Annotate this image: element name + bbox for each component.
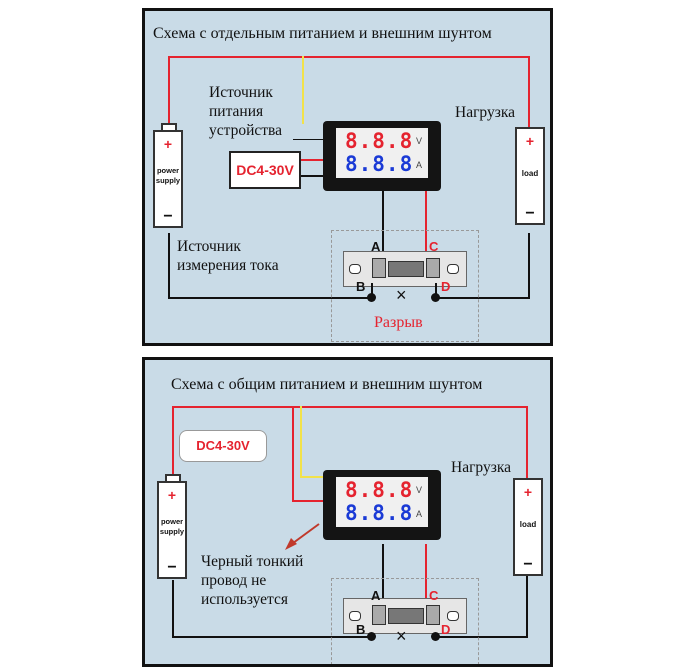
note-arrow xyxy=(285,523,320,550)
volt-amp-meter: 8.8.8 V 8.8.8 A xyxy=(323,121,441,191)
red-wire-dc-1 xyxy=(297,159,323,161)
black-wire-load-down xyxy=(528,233,530,299)
diagram-title: Схема с отдельным питанием и внешним шун… xyxy=(153,25,492,42)
shunt-bolt-right xyxy=(426,605,440,625)
yellow-wire xyxy=(300,406,302,478)
black-wire-meter-a xyxy=(382,189,384,263)
shunt-bolt-left xyxy=(372,605,386,625)
dc-source-bubble: DC4-30V xyxy=(179,430,267,462)
meter-display: 8.8.8 V 8.8.8 A xyxy=(336,128,428,178)
shunt-hole xyxy=(447,264,459,274)
diagram-title: Схема с общим питанием и внешним шунтом xyxy=(171,376,483,393)
device-supply-label: Источник питания устройства xyxy=(209,84,283,139)
load: + load − xyxy=(515,127,545,225)
red-wire-meter-feed xyxy=(292,406,294,502)
terminal-d: D xyxy=(441,622,451,637)
load-label: load xyxy=(521,169,539,178)
current-unit: A xyxy=(415,509,422,519)
plus-sign: + xyxy=(525,133,535,149)
plus-sign: + xyxy=(167,487,177,503)
red-wire-load-up xyxy=(528,56,530,128)
shunt-frame xyxy=(331,578,479,664)
black-wire-bottom-right xyxy=(437,636,528,638)
volt-amp-meter: 8.8.8 V 8.8.8 A xyxy=(323,470,441,540)
break-label: Разрыв xyxy=(374,314,423,331)
voltage-digits: 8.8.8 xyxy=(345,129,414,153)
voltage-unit: V xyxy=(415,485,422,495)
black-wire-meter-a xyxy=(382,544,384,602)
plus-sign: + xyxy=(163,136,173,152)
junction-dot xyxy=(367,632,376,641)
load: + load − xyxy=(513,478,543,576)
load-label: load xyxy=(519,520,537,529)
shunt xyxy=(343,598,467,634)
meter-display: 8.8.8 V 8.8.8 A xyxy=(336,477,428,527)
diagram-common-supply: Схема с общим питанием и внешним шунтом … xyxy=(142,357,553,667)
red-wire-ps-up xyxy=(172,406,174,480)
black-wire-bottom-left xyxy=(168,297,371,299)
minus-sign: − xyxy=(167,559,177,576)
junction-dot xyxy=(431,293,440,302)
break-mark: × xyxy=(396,285,407,305)
dc-source-box: DC4-30V xyxy=(229,151,301,189)
shunt xyxy=(343,251,467,287)
plus-sign: + xyxy=(523,484,533,500)
black-wire-d xyxy=(435,283,437,299)
terminal-d: D xyxy=(441,279,451,294)
red-wire-top xyxy=(172,406,528,408)
pointer-line xyxy=(293,139,325,140)
red-wire-meter-feed-h xyxy=(292,500,324,502)
terminal-b: B xyxy=(356,279,366,294)
terminal-a: A xyxy=(371,588,381,603)
shunt-hole xyxy=(349,611,361,621)
junction-dot xyxy=(367,293,376,302)
minus-sign: − xyxy=(525,205,535,222)
shunt-resistor xyxy=(388,261,424,277)
unused-wire-note: Черный тонкий провод не используется xyxy=(201,553,304,608)
yellow-wire xyxy=(302,56,304,124)
black-wire-b xyxy=(371,283,373,299)
junction-dot xyxy=(431,632,440,641)
red-wire-meter-c xyxy=(425,544,427,602)
current-unit: A xyxy=(415,160,422,170)
black-wire-ps-down xyxy=(168,233,170,299)
shunt-bolt-left xyxy=(372,258,386,278)
black-wire-ps-down xyxy=(172,580,174,638)
shunt-frame xyxy=(331,230,479,342)
terminal-c: C xyxy=(429,239,439,254)
current-digits: 8.8.8 xyxy=(345,501,414,525)
voltage-digits: 8.8.8 xyxy=(345,478,414,502)
shunt-hole xyxy=(349,264,361,274)
minus-sign: − xyxy=(523,556,533,573)
load-caption: Нагрузка xyxy=(455,104,516,121)
break-mark: × xyxy=(396,626,407,646)
black-wire-load-down xyxy=(526,576,528,638)
red-wire-load-up xyxy=(526,406,528,480)
current-digits: 8.8.8 xyxy=(345,152,414,176)
black-wire-dc-2 xyxy=(297,175,323,177)
terminal-b: B xyxy=(356,622,366,637)
terminal-a: A xyxy=(371,239,381,254)
shunt-resistor xyxy=(388,608,424,624)
battery-cap xyxy=(165,474,181,483)
minus-sign: − xyxy=(163,208,173,225)
red-wire-ps-up xyxy=(168,56,170,128)
red-wire-meter-c xyxy=(425,189,427,263)
black-wire-bottom-left xyxy=(172,636,371,638)
diagram-separate-supply: Схема с отдельным питанием и внешним шун… xyxy=(142,8,553,346)
yellow-wire-h xyxy=(300,476,324,478)
battery-cap xyxy=(161,123,177,132)
load-caption: Нагрузка xyxy=(451,459,512,476)
measure-supply-label: Источник измерения тока xyxy=(177,238,279,274)
terminal-c: C xyxy=(429,588,439,603)
shunt-hole xyxy=(447,611,459,621)
shunt-bolt-right xyxy=(426,258,440,278)
red-wire-top xyxy=(168,56,530,58)
black-wire-bottom-right xyxy=(437,297,530,299)
voltage-unit: V xyxy=(415,136,422,146)
